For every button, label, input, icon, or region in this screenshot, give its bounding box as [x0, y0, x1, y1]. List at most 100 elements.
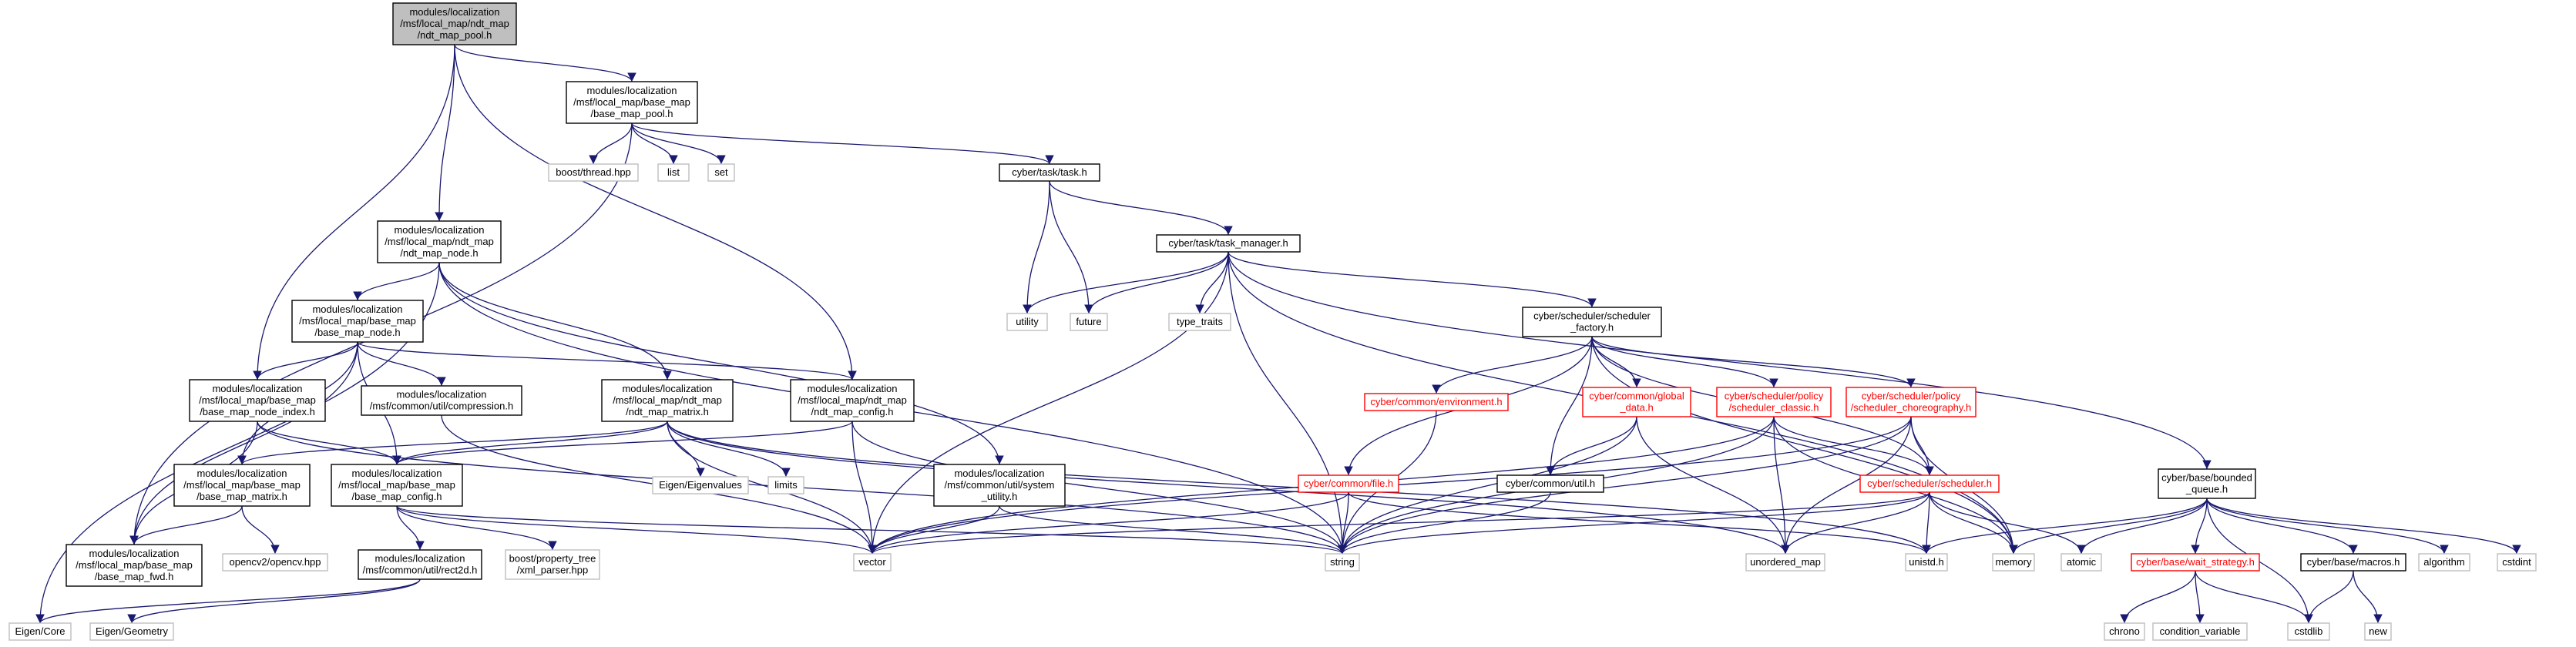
edge-root-to-base_map_node_index: [253, 44, 455, 380]
node-task[interactable]: cyber/task/task.h: [999, 163, 1100, 182]
edge-ndt_map_matrix-to-base_map_matrix: [237, 421, 668, 465]
edge-rect2d-to-eigen_core: [35, 578, 421, 624]
node-box: [1716, 387, 1832, 417]
node-label-line: _queue.h: [2185, 484, 2228, 495]
node-box: [1006, 313, 1048, 331]
node-box: [2418, 553, 2470, 572]
node-task_manager[interactable]: cyber/task/task_manager.h: [1156, 234, 1301, 253]
node-label-line: cyber/common/util.h: [1506, 478, 1595, 489]
node-base_map_matrix[interactable]: modules/localization/msf/local_map/base_…: [173, 464, 311, 507]
edge-global_data-to-string: [1338, 416, 1637, 555]
node-ndt_map_matrix[interactable]: modules/localization/msf/local_map/ndt_m…: [601, 379, 734, 422]
edge-scheduler_factory-to-environment: [1432, 336, 1593, 394]
node-base_map_config[interactable]: modules/localization/msf/local_map/base_…: [331, 464, 463, 507]
node-box: [2287, 622, 2330, 641]
node-set: set: [707, 163, 735, 182]
node-base_map_node[interactable]: modules/localization/msf/local_map/base_…: [291, 300, 424, 343]
node-system_utility[interactable]: modules/localization/msf/common/util/sys…: [933, 464, 1066, 507]
edge-base_map_matrix-to-base_map_fwd: [129, 505, 243, 545]
node-label-line: Eigen/Eigenvalues: [659, 479, 742, 491]
edge-ndt_map_matrix-to-unistd: [667, 421, 1931, 555]
node-compression[interactable]: modules/localization/msf/common/util/com…: [361, 385, 522, 416]
edge-global_data-to-unordered_map: [1636, 416, 1790, 555]
node-label-line: modules/localization: [351, 468, 442, 479]
edge-util-to-string: [1338, 491, 1551, 555]
node-label-line: /msf/local_map/ndt_map: [400, 18, 509, 29]
node-label-line: cyber/common/environment.h: [1370, 396, 1502, 407]
node-scheduler_factory[interactable]: cyber/scheduler/scheduler_factory.h: [1522, 307, 1662, 337]
node-eigenvalues: Eigen/Eigenvalues: [652, 476, 749, 494]
edge-scheduler_classic-to-unordered_map: [1773, 416, 1790, 555]
node-future: future: [1070, 313, 1108, 331]
node-util[interactable]: cyber/common/util.h: [1496, 474, 1604, 493]
node-label-line: /base_map_fwd.h: [95, 571, 174, 582]
node-label-line: list: [667, 166, 680, 178]
node-global_data[interactable]: cyber/common/global_data.h: [1582, 387, 1691, 417]
edge-ndt_map_node-to-ndt_map_matrix: [438, 262, 672, 380]
node-label-line: cstdint: [2502, 556, 2531, 568]
node-base_map_node_index[interactable]: modules/localization/msf/local_map/base_…: [189, 379, 326, 422]
edge-base_map_node-to-base_map_fwd: [129, 341, 358, 545]
node-box: [767, 476, 804, 494]
edge-base_map_pool-to-boost_thread: [589, 122, 633, 165]
node-environment[interactable]: cyber/common/environment.h: [1364, 393, 1509, 411]
node-label-line: cstdlib: [2295, 625, 2323, 637]
node-ndt_map_node[interactable]: modules/localization/msf/local_map/ndt_m…: [377, 220, 502, 263]
edge-base_map_node-to-ndt_map_config: [357, 341, 857, 380]
node-box: [652, 476, 749, 494]
node-base_map_pool[interactable]: modules/localization/msf/local_map/base_…: [566, 81, 698, 124]
node-bounded_queue[interactable]: cyber/base/bounded_queue.h: [2158, 468, 2256, 499]
node-wait_strategy[interactable]: cyber/base/wait_strategy.h: [2131, 553, 2260, 572]
node-label-line: modules/localization: [312, 303, 402, 315]
edge-scheduler_choreography-to-string: [1338, 416, 1912, 555]
node-label-line: _data.h: [1619, 402, 1653, 414]
node-box: [173, 464, 311, 507]
node-ndt_map_config[interactable]: modules/localization/msf/local_map/ndt_m…: [790, 379, 915, 422]
node-scheduler_choreography[interactable]: cyber/scheduler/policy/scheduler_choreog…: [1846, 387, 1977, 417]
edge-base_map_pool-to-set: [631, 122, 726, 165]
node-label-line: boost/thread.hpp: [556, 166, 631, 178]
edge-ndt_map_config-to-vector: [851, 421, 877, 555]
edge-scheduler_choreography-to-scheduler: [1910, 416, 1934, 476]
edge-ndt_map_matrix-to-base_map_config: [392, 421, 668, 465]
edge-task_manager-to-bounded_queue: [1228, 251, 2212, 470]
node-label-line: /xml_parser.hpp: [517, 565, 589, 576]
node-root[interactable]: modules/localization/msf/local_map/ndt_m…: [392, 2, 517, 45]
node-label-line: future: [1076, 316, 1101, 327]
node-label-line: /base_map_node_index.h: [200, 406, 315, 417]
node-box: [1156, 234, 1301, 253]
node-utility: utility: [1006, 313, 1048, 331]
node-label-line: modules/localization: [394, 224, 484, 236]
node-box: [1905, 553, 1948, 572]
edge-bounded_queue-to-unistd: [1922, 498, 2208, 555]
node-label-line: cyber/scheduler/scheduler.h: [1867, 478, 1992, 489]
node-label-line: cyber/base/macros.h: [2307, 556, 2400, 568]
node-label-line: /msf/common/util/rect2d.h: [363, 565, 478, 576]
node-label-line: unordered_map: [1750, 556, 1821, 568]
node-scheduler[interactable]: cyber/scheduler/scheduler.h: [1859, 474, 2000, 493]
edge-ndt_map_matrix-to-unordered_map: [667, 421, 1790, 555]
node-label-line: type_traits: [1177, 316, 1223, 327]
edge-scheduler-to-string: [1338, 491, 1930, 555]
node-file[interactable]: cyber/common/file.h: [1298, 474, 1399, 493]
node-scheduler_classic[interactable]: cyber/scheduler/policy/scheduler_classic…: [1716, 387, 1832, 417]
edge-bounded_queue-to-algorithm: [2206, 498, 2449, 555]
edge-root-to-ndt_map_config: [454, 44, 857, 380]
node-macros[interactable]: cyber/base/macros.h: [2300, 553, 2406, 572]
node-label-line: modules/localization: [196, 468, 287, 479]
node-label-line: cyber/scheduler/scheduler: [1533, 310, 1651, 322]
node-box: [657, 163, 690, 182]
node-box: [933, 464, 1066, 507]
node-label-line: new: [2369, 625, 2387, 637]
node-base_map_fwd[interactable]: modules/localization/msf/local_map/base_…: [65, 544, 203, 587]
node-label-line: /ndt_map_node.h: [400, 247, 478, 259]
edge-base_map_config-to-xml_parser: [396, 505, 557, 551]
node-label-line: set: [714, 166, 728, 178]
node-label-line: /base_map_config.h: [351, 491, 442, 502]
node-label-line: /msf/common/util/compression.h: [370, 401, 513, 412]
node-label-line: /ndt_map_pool.h: [418, 29, 492, 41]
node-box: [1859, 474, 2000, 493]
node-label-line: /scheduler_classic.h: [1728, 402, 1819, 414]
node-rect2d[interactable]: modules/localization/msf/common/util/rec…: [358, 549, 482, 580]
node-box: [2152, 622, 2248, 641]
